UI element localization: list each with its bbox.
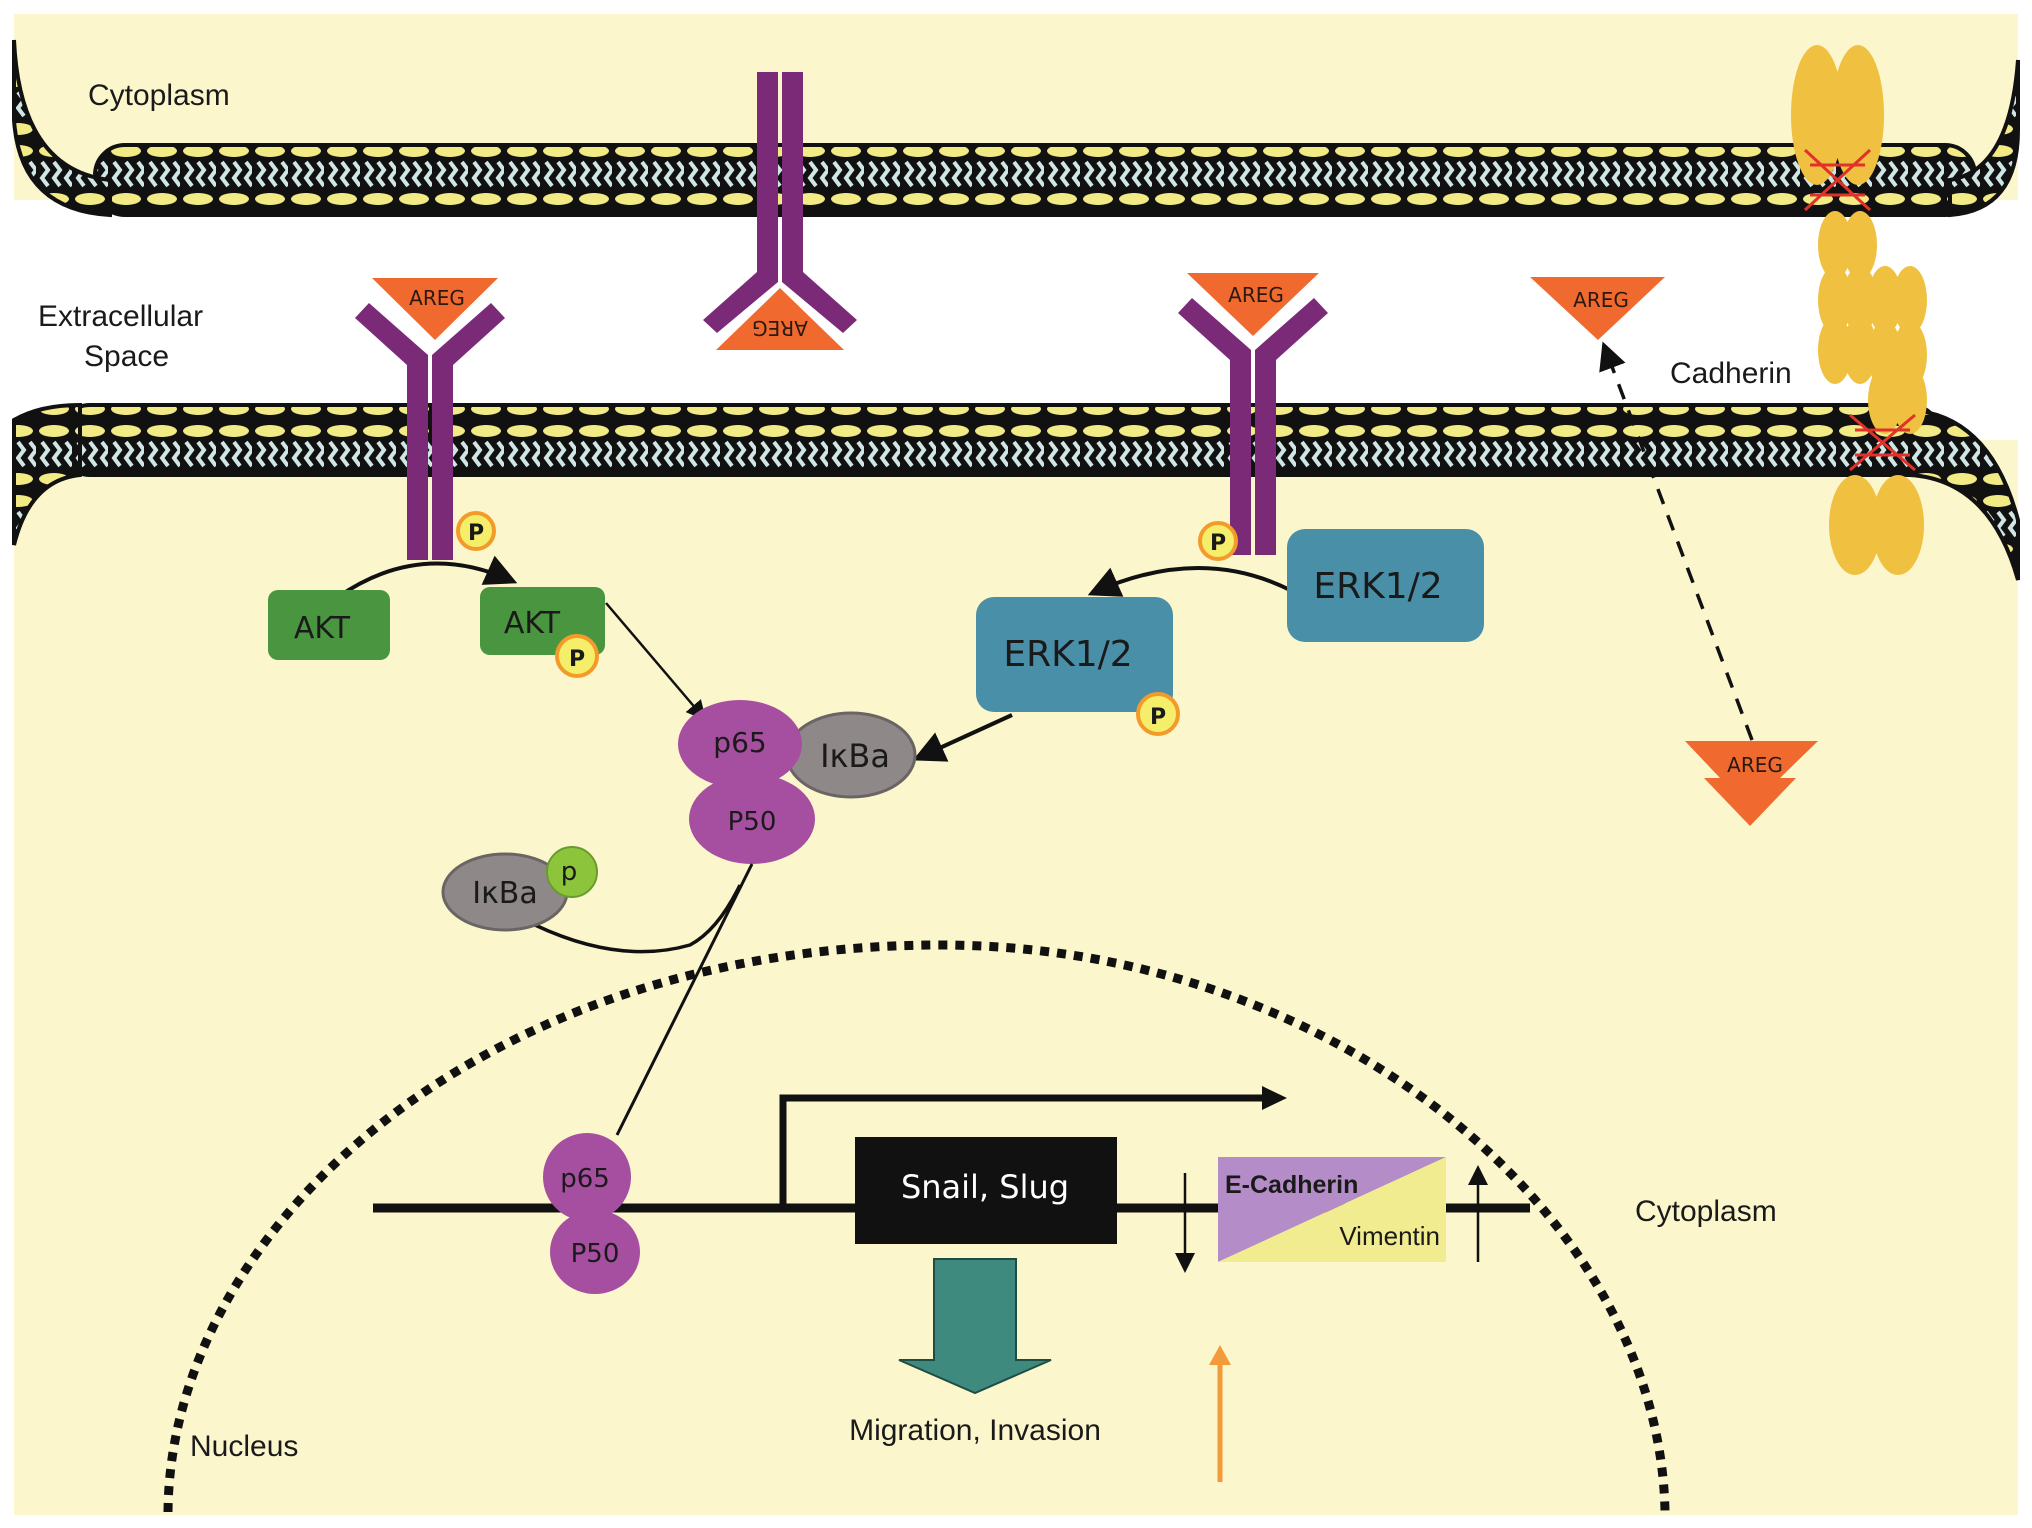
- extracellular-space: [14, 200, 2018, 440]
- cytoplasm-top-label: Cytoplasm: [88, 79, 230, 112]
- receptor-upper-inverted: AREG: [703, 72, 857, 350]
- outcome-arrow: [898, 1258, 1052, 1395]
- cadherin-junction: [1791, 45, 1927, 575]
- transcription-start-arrow: [779, 1094, 1265, 1208]
- receptor-right: AREG: [1178, 273, 1328, 555]
- cadherin-label: Cadherin: [1670, 357, 1792, 390]
- areg-ligand-inverted: [716, 288, 844, 350]
- svg-text:ERK1/2: ERK1/2: [1313, 566, 1442, 607]
- svg-text:Snail, Slug: Snail, Slug: [901, 1168, 1069, 1206]
- ecadherin-vimentin-box: E-Cadherin Vimentin: [1218, 1157, 1446, 1262]
- cytoplasm-right-label: Cytoplasm: [1635, 1195, 1777, 1228]
- erk-to-ikba-arrow: [912, 713, 1013, 762]
- ikba-release-curve: [534, 884, 742, 954]
- areg-secretion-dashed-arrow: [1599, 341, 1754, 741]
- svg-text:P50: P50: [571, 1239, 620, 1269]
- p50-nuclear: P50: [550, 1210, 640, 1294]
- akt-phosphorylated: AKT P: [480, 587, 605, 678]
- nucleus-label: Nucleus: [190, 1430, 298, 1463]
- areg-ligand-left: [372, 278, 498, 340]
- erk-unphosphorylated: ERK1/2: [1287, 529, 1484, 642]
- svg-text:P: P: [468, 521, 484, 546]
- erk-phosphorylated: ERK1/2 P: [976, 597, 1180, 736]
- orange-up-arrowhead: [1209, 1345, 1231, 1365]
- areg-label-right: AREG: [1228, 283, 1284, 307]
- svg-text:p65: p65: [560, 1164, 610, 1194]
- svg-text:P: P: [569, 647, 585, 672]
- areg-free: [1530, 277, 1665, 340]
- extracellular-label-line1: Extracellular: [38, 300, 203, 333]
- nucleus-envelope: [163, 940, 1670, 1513]
- p50-cytoplasm: P50: [689, 774, 815, 864]
- ikba-bound: IκBa: [785, 711, 917, 799]
- svg-text:IκBa: IκBa: [820, 737, 890, 775]
- phospho-badge-left-receptor: P: [456, 511, 496, 551]
- svg-text:p: p: [561, 857, 578, 887]
- areg-free-label: AREG: [1573, 288, 1629, 312]
- p65-nuclear: p65: [543, 1133, 631, 1221]
- snail-slug-gene: Snail, Slug: [855, 1137, 1117, 1244]
- receptor-left: AREG: [355, 278, 505, 560]
- vimentin-label: Vimentin: [1339, 1221, 1440, 1251]
- nfkb-translocation-line: [615, 863, 754, 1136]
- migration-invasion-label: Migration, Invasion: [849, 1414, 1101, 1447]
- erk-activation-arrow: [1087, 566, 1291, 597]
- areg-released: [1685, 741, 1818, 826]
- akt-unphosphorylated: AKT: [268, 590, 390, 660]
- upper-membrane: [12, 39, 2020, 218]
- akt-to-nfkb-arrow: [605, 602, 707, 721]
- svg-text:AKT: AKT: [294, 611, 351, 646]
- ikba-phosphorylated: IκBa p: [441, 846, 598, 932]
- extracellular-label-line2: Space: [84, 340, 169, 373]
- svg-text:IκBa: IκBa: [472, 876, 538, 911]
- areg-label-inverted: AREG: [752, 316, 808, 340]
- svg-text:ERK1/2: ERK1/2: [1003, 634, 1132, 675]
- phospho-badge-right-receptor: P: [1198, 521, 1238, 561]
- svg-text:AKT: AKT: [504, 606, 561, 641]
- akt-activation-arrow: [336, 555, 518, 599]
- lower-membrane: [12, 402, 2020, 581]
- svg-text:P50: P50: [728, 807, 777, 837]
- svg-text:P: P: [1150, 705, 1166, 730]
- p65-cytoplasm: p65: [678, 700, 802, 788]
- svg-text:p65: p65: [713, 726, 766, 759]
- areg-ligand-right: [1187, 273, 1319, 336]
- svg-text:P: P: [1210, 531, 1226, 556]
- areg-released-label: AREG: [1727, 753, 1783, 777]
- transcription-arrowhead: [1262, 1086, 1287, 1110]
- areg-label-left: AREG: [409, 286, 465, 310]
- ecadherin-label: E-Cadherin: [1225, 1171, 1358, 1199]
